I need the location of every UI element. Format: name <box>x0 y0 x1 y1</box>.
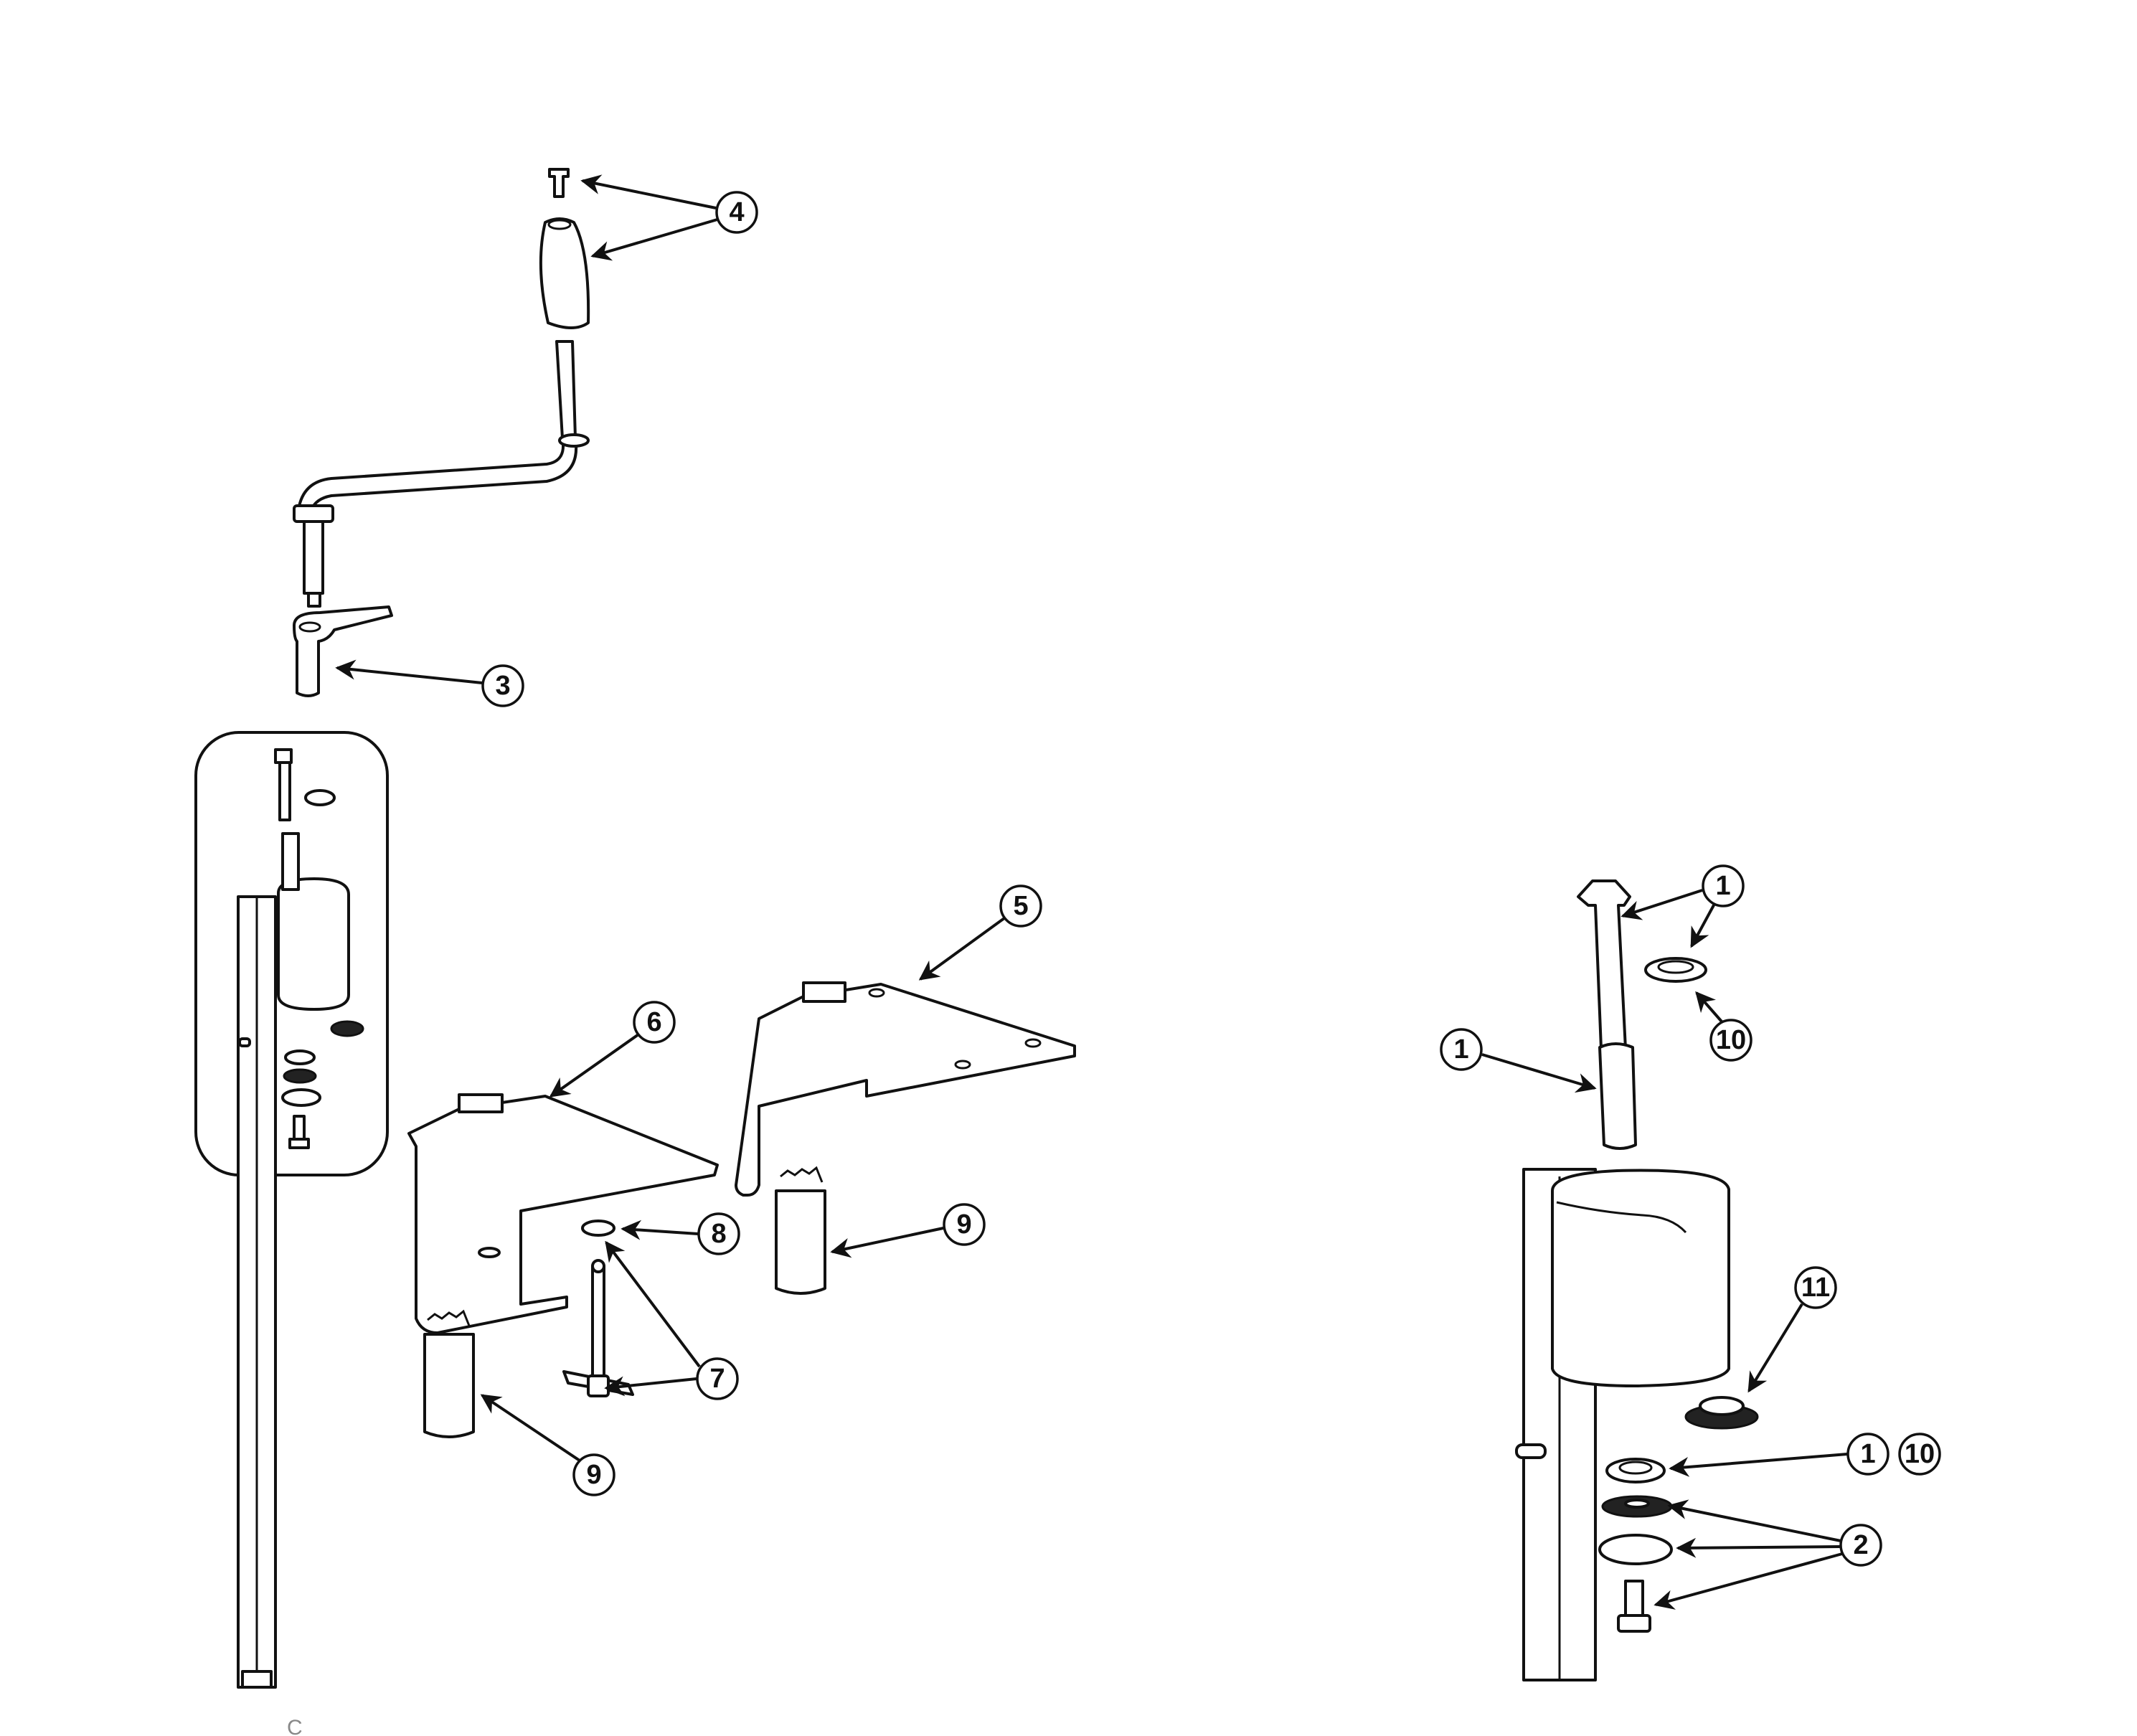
svg-text:8: 8 <box>711 1219 726 1249</box>
left-column-assembly <box>194 731 389 1689</box>
callout-5: 5 <box>999 884 1042 928</box>
crank-handle-assembly <box>293 168 590 697</box>
right-column-assembly <box>1515 879 1759 1681</box>
cap-8-part <box>581 1220 615 1237</box>
callout-2: 2 <box>1839 1524 1882 1567</box>
callout-1a: 1 <box>1702 864 1745 907</box>
callout-3: 3 <box>481 664 524 707</box>
foot-9b-part <box>423 1333 475 1438</box>
svg-text:5: 5 <box>1013 891 1028 921</box>
screw-part <box>548 168 570 198</box>
footer-text: C <box>287 1716 303 1736</box>
leader-arrows <box>335 174 1848 1610</box>
svg-text:10: 10 <box>1905 1439 1935 1469</box>
callout-11: 11 <box>1794 1266 1837 1309</box>
svg-text:1: 1 <box>1715 871 1730 901</box>
callout-10c: 10 <box>1898 1433 1941 1476</box>
callout-6: 6 <box>633 1001 676 1044</box>
callout-8: 8 <box>697 1212 740 1255</box>
crank-arm-part <box>297 340 578 511</box>
svg-text:9: 9 <box>956 1209 971 1240</box>
bracket-5-part <box>735 983 1076 1197</box>
callout-4: 4 <box>715 191 758 234</box>
svg-text:11: 11 <box>1801 1273 1830 1303</box>
column-block-part <box>1551 1169 1730 1387</box>
handle-knob-part <box>539 217 590 329</box>
svg-text:1: 1 <box>1453 1034 1468 1065</box>
bolt-part <box>1577 879 1631 1053</box>
svg-text:9: 9 <box>586 1460 601 1490</box>
svg-text:10: 10 <box>1716 1025 1746 1055</box>
svg-text:3: 3 <box>495 671 510 701</box>
callout-1b: 1 <box>1440 1028 1483 1071</box>
callout-10a: 10 <box>1709 1019 1752 1062</box>
bracket-6-part <box>407 1095 719 1334</box>
callout-7: 7 <box>696 1357 739 1400</box>
sleeve-part <box>1598 1042 1637 1150</box>
svg-text:2: 2 <box>1853 1530 1868 1560</box>
callout-9b: 9 <box>572 1453 615 1496</box>
svg-text:1: 1 <box>1860 1439 1875 1469</box>
svg-text:6: 6 <box>646 1007 661 1037</box>
pin-7-part <box>591 1265 605 1390</box>
foot-9a-part <box>775 1189 826 1295</box>
callout-1c: 1 <box>1846 1433 1890 1476</box>
crank-hub-part <box>293 605 393 697</box>
svg-text:4: 4 <box>729 197 744 227</box>
callout-9a: 9 <box>943 1203 986 1246</box>
svg-text:7: 7 <box>709 1364 725 1394</box>
